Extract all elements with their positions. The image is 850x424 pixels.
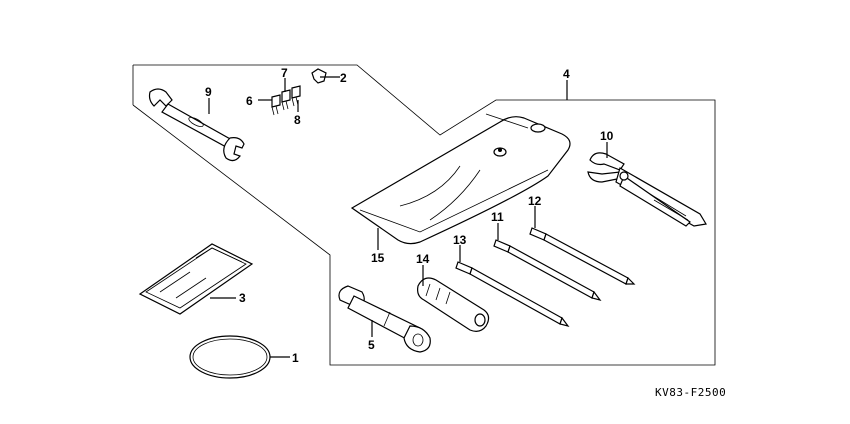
callout-14: 14 xyxy=(416,252,430,266)
callout-10: 10 xyxy=(600,129,614,143)
wrench-part xyxy=(148,88,245,162)
screwdriver-handle-part xyxy=(417,277,490,332)
callout-8: 8 xyxy=(294,113,301,127)
pliers-part xyxy=(587,152,707,227)
plug-wrench-part xyxy=(338,285,431,353)
screwdriver-13-part xyxy=(455,261,570,327)
tool-bag-part xyxy=(350,113,571,245)
callout-7: 7 xyxy=(281,66,288,80)
clip-part xyxy=(311,68,327,84)
leader-lines xyxy=(208,76,608,358)
callout-11: 11 xyxy=(491,210,504,224)
callout-9: 9 xyxy=(205,85,212,99)
callout-6: 6 xyxy=(246,94,253,108)
callout-3: 3 xyxy=(239,291,246,305)
group-outline xyxy=(132,64,716,366)
callout-15: 15 xyxy=(371,251,385,265)
callout-5: 5 xyxy=(368,338,375,352)
callout-13: 13 xyxy=(453,233,467,247)
document-bag-part xyxy=(138,243,254,315)
diagram-code: KV83-F2500 xyxy=(655,386,726,399)
screwdriver-11-part xyxy=(493,239,602,301)
callout-labels: 1 2 3 4 5 6 7 8 9 10 11 12 13 14 15 xyxy=(205,66,614,365)
band-part xyxy=(189,335,271,379)
callout-4: 4 xyxy=(563,67,570,81)
fuse-parts xyxy=(271,85,301,116)
callout-12: 12 xyxy=(528,194,542,208)
callout-2: 2 xyxy=(340,71,347,85)
callout-1: 1 xyxy=(292,351,299,365)
screwdriver-12-part xyxy=(529,227,636,285)
